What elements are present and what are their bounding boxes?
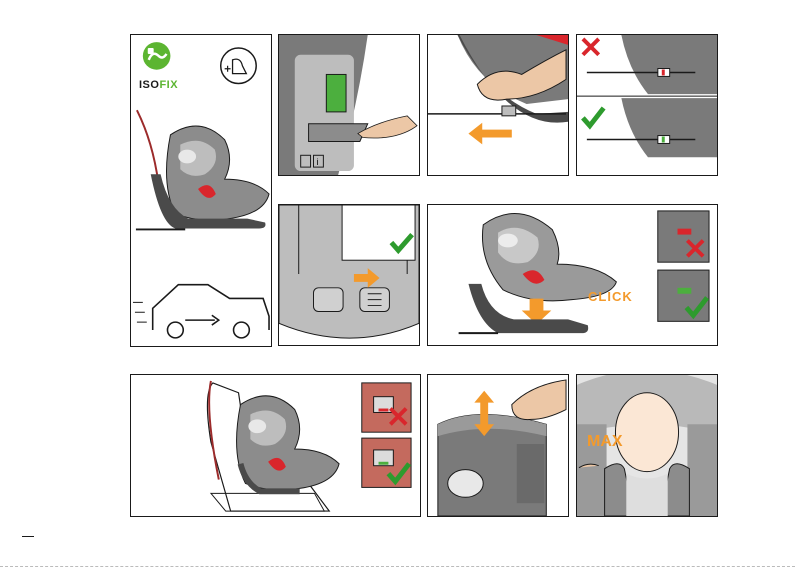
arm-position-illustration (577, 35, 717, 175)
isofix-label-suffix: FIX (159, 79, 178, 91)
svg-text:i: i (316, 157, 318, 167)
open-drawer-illustration: i (279, 35, 419, 175)
max-label: MAX (587, 433, 623, 451)
pull-isofix-illustration (428, 35, 568, 175)
panel-open-drawer: i (278, 34, 420, 176)
panel-base-slot (278, 204, 420, 346)
check-icon (583, 108, 604, 126)
click-into-base-illustration (428, 205, 717, 345)
click-label: CLICK (588, 289, 633, 304)
panel-isofix-overview: ISOFIX (130, 34, 272, 347)
cross-icon (583, 39, 599, 55)
isofix-label: ISOFIX (139, 79, 178, 91)
panel-child-max: MAX (576, 374, 718, 517)
vehicle-install-illustration (131, 375, 420, 516)
panel-vehicle-install (130, 374, 421, 517)
panel-pull-isofix (427, 34, 569, 176)
seat-anchor-icon (221, 48, 256, 83)
arrow-icon (468, 123, 511, 145)
panel-click-into-base: CLICK (427, 204, 718, 346)
headrest-adjust-illustration (428, 375, 568, 516)
base-slot-illustration (279, 205, 419, 345)
panel-arm-position (576, 34, 718, 176)
isofix-logo-icon (143, 42, 171, 70)
panel-headrest-adjust (427, 374, 569, 517)
car-arrow-icon (133, 285, 269, 338)
page-mark (22, 536, 34, 537)
isofix-label-prefix: ISO (139, 79, 159, 91)
